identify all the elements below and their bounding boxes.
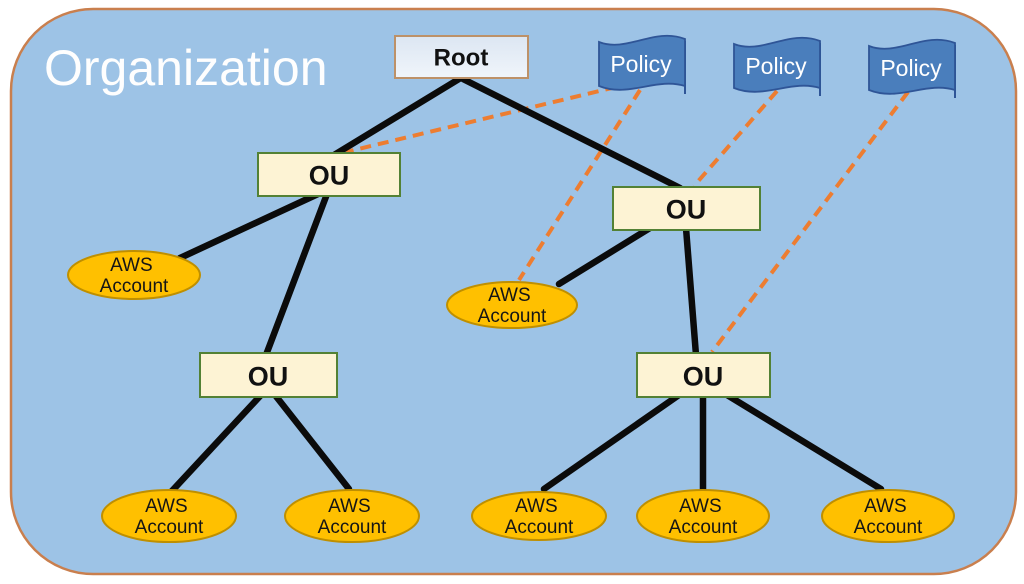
- tree-edge-root-ou2: [459, 75, 684, 192]
- account-label: AWS Account: [669, 496, 738, 538]
- ou-box: [257, 152, 401, 197]
- ou-node-3: OU: [199, 352, 338, 398]
- aws-account-node-7: AWS Account: [821, 489, 955, 543]
- ou-label: OU: [248, 361, 289, 391]
- account-label: AWS Account: [854, 496, 923, 538]
- ou-node-4: OU: [636, 352, 771, 398]
- policy-flag-1: Policy: [598, 34, 686, 94]
- policy-attachment-edge-policy2-ou2: [692, 89, 779, 188]
- aws-account-node-1: AWS Account: [67, 250, 201, 300]
- root-box: [394, 35, 529, 79]
- account-ellipse: [446, 281, 578, 329]
- ou-box: [636, 352, 771, 398]
- policy-attachment-edge-policy1-account2: [517, 88, 642, 282]
- flag-icon: [598, 34, 686, 91]
- root-label: Root: [434, 44, 489, 71]
- account-ellipse: [101, 489, 237, 543]
- diagram-title: Organization: [44, 40, 328, 96]
- policy-attachment-edge-policy3-ou4: [710, 90, 910, 354]
- tree-edge-ou2-account2: [555, 224, 654, 288]
- policy-label: Policy: [745, 53, 807, 79]
- account-ellipse: [284, 489, 420, 543]
- flag-icon: [733, 36, 821, 93]
- flag-icon: [868, 38, 956, 95]
- tree-edge-ou2-ou4: [682, 224, 700, 359]
- policy-label: Policy: [880, 55, 942, 81]
- account-label: AWS Account: [478, 285, 547, 327]
- tree-edge-ou1-account1: [176, 190, 322, 262]
- ou-node-1: OU: [257, 152, 401, 197]
- tree-edge-ou3-account4: [271, 391, 353, 493]
- aws-account-node-3: AWS Account: [101, 489, 237, 543]
- tree-edge-ou1-ou3: [262, 190, 331, 359]
- policy-label: Policy: [610, 51, 672, 77]
- ou-label: OU: [309, 160, 350, 190]
- ou-box: [199, 352, 338, 398]
- account-ellipse: [471, 491, 607, 541]
- aws-account-node-4: AWS Account: [284, 489, 420, 543]
- account-label: AWS Account: [505, 496, 574, 538]
- root-node: Root: [394, 35, 529, 79]
- policy-flag-3: Policy: [868, 38, 956, 98]
- ou-label: OU: [666, 194, 707, 224]
- ou-box: [612, 186, 761, 231]
- aws-account-node-2: AWS Account: [446, 281, 578, 329]
- account-label: AWS Account: [318, 496, 387, 538]
- account-label: AWS Account: [135, 496, 204, 538]
- policy-attachment-edge-policy1-ou1: [345, 85, 617, 154]
- aws-account-node-5: AWS Account: [471, 491, 607, 541]
- tree-edge-root-ou1: [330, 75, 463, 159]
- policy-flag-2: Policy: [733, 36, 821, 96]
- tree-edge-ou4-account5: [540, 391, 683, 493]
- tree-edge-ou3-account3: [167, 391, 265, 496]
- account-ellipse: [636, 489, 770, 543]
- tree-edge-ou4-account7: [723, 391, 885, 493]
- account-ellipse: [821, 489, 955, 543]
- ou-node-2: OU: [612, 186, 761, 231]
- account-label: AWS Account: [100, 255, 169, 297]
- aws-account-node-6: AWS Account: [636, 489, 770, 543]
- account-ellipse: [67, 250, 201, 300]
- ou-label: OU: [683, 361, 724, 391]
